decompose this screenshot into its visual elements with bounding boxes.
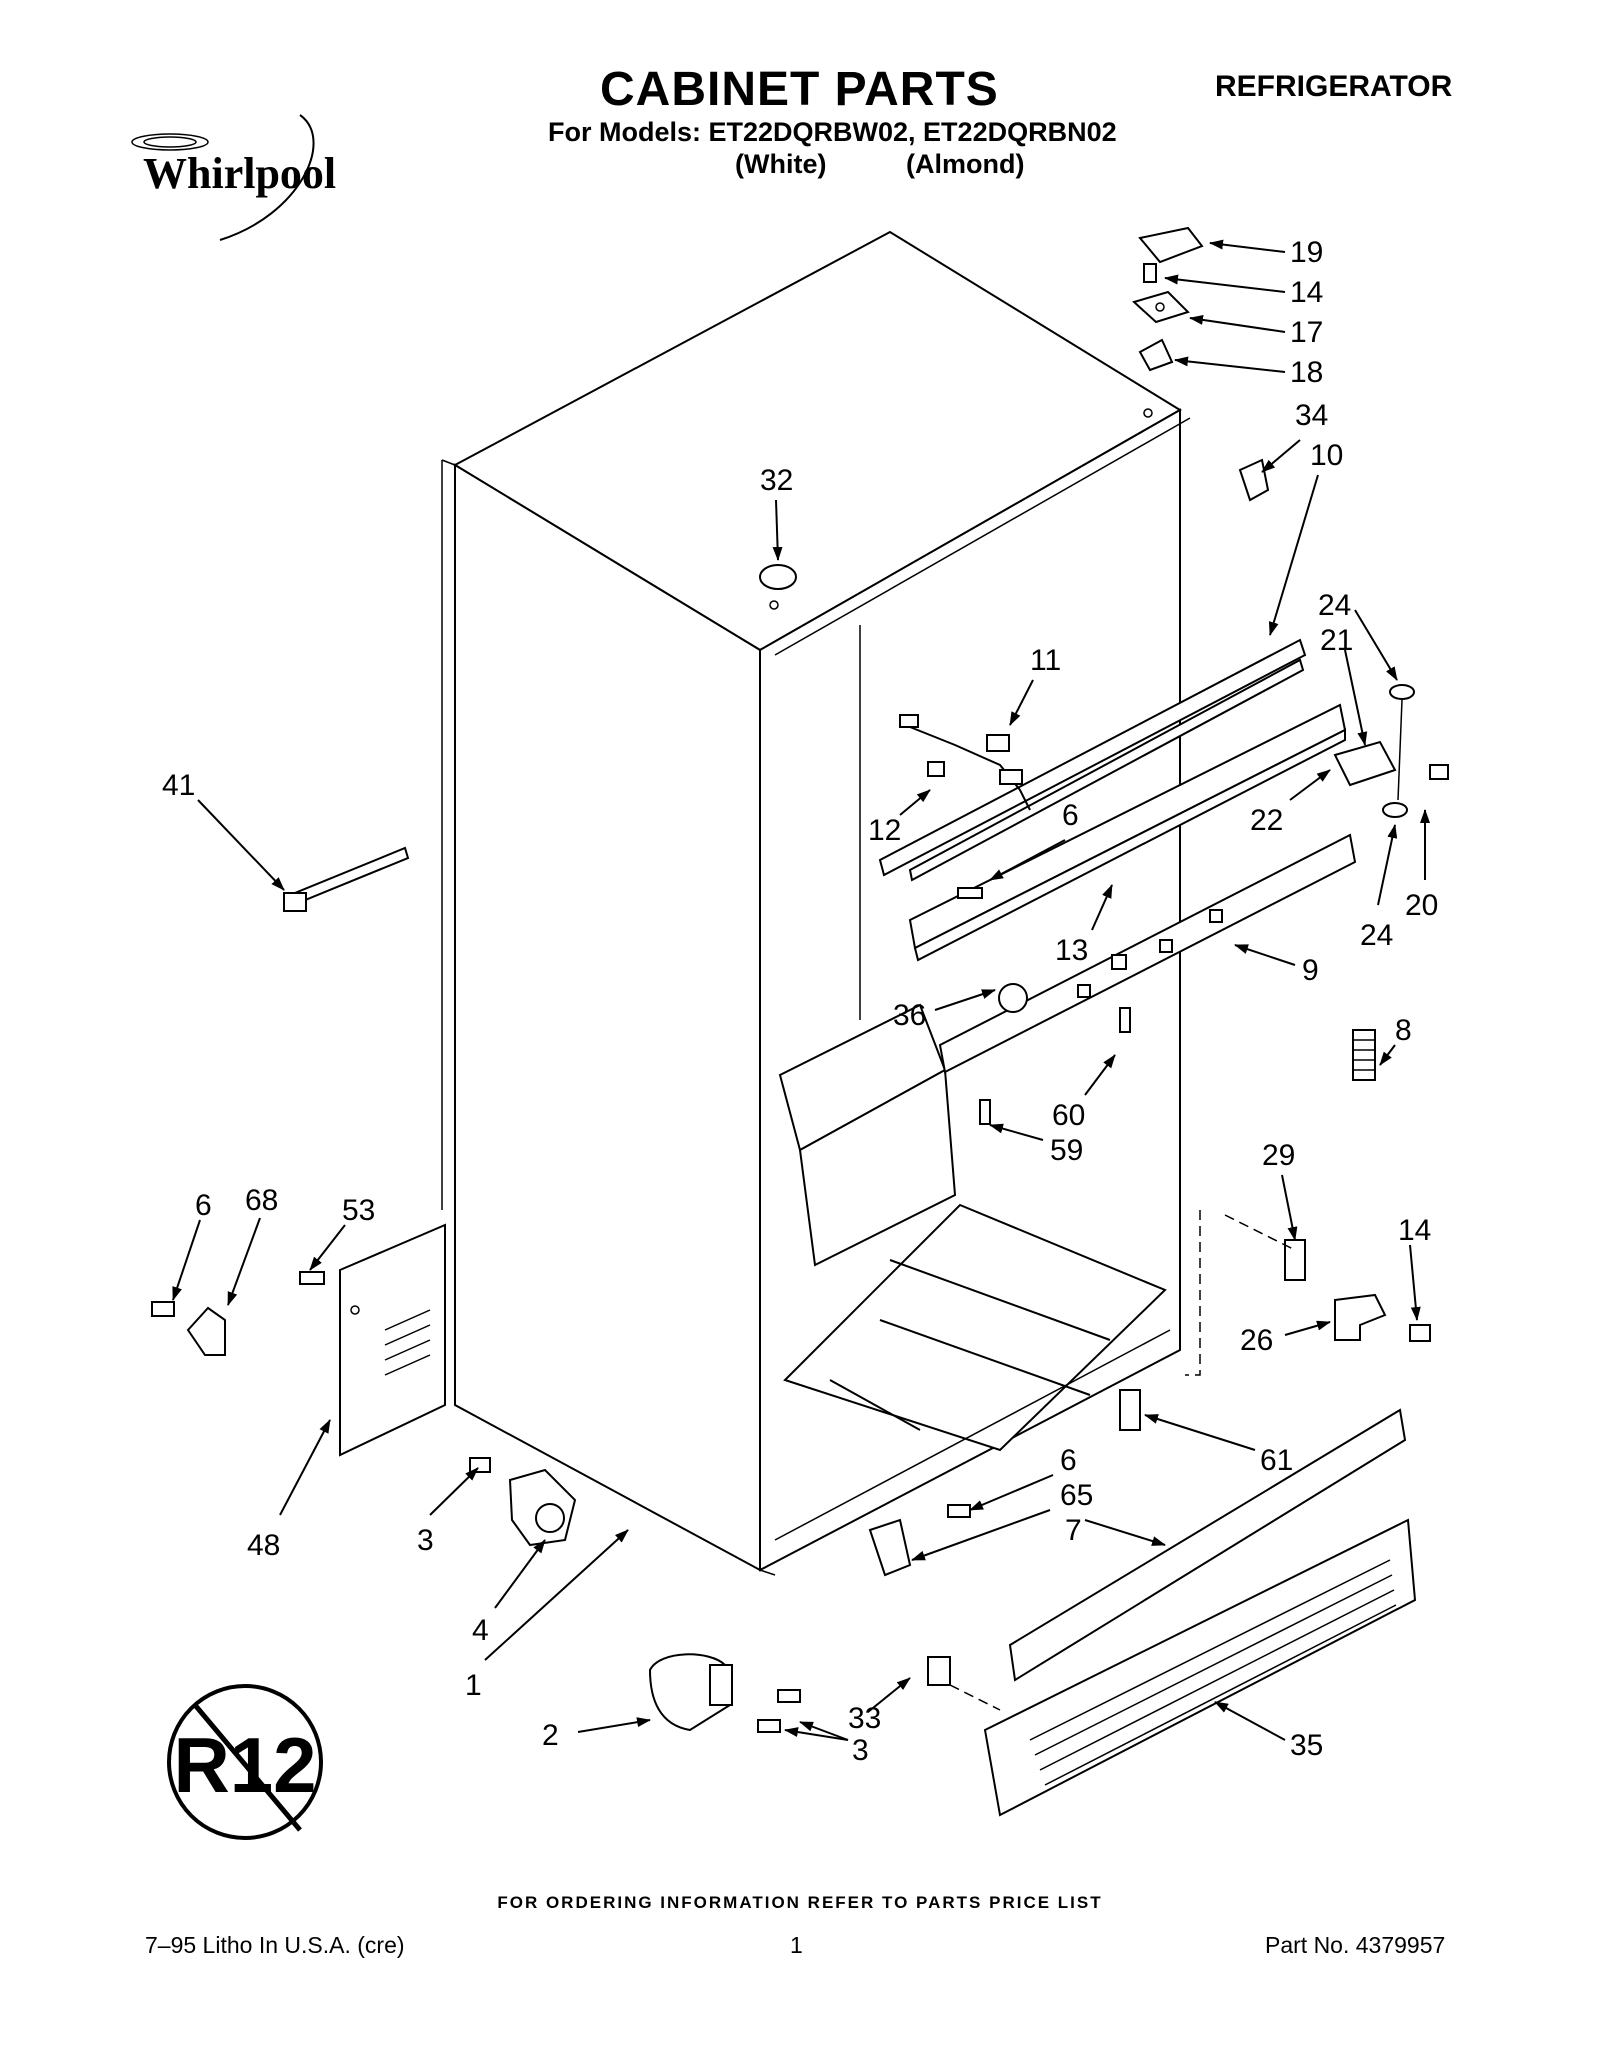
lower-right-brackets (1119, 1210, 1431, 1431)
callout-19: 19 (1290, 236, 1323, 269)
callout-29: 29 (1262, 1139, 1295, 1172)
plug-32 (759, 564, 797, 590)
callout-35: 35 (1290, 1729, 1323, 1762)
logo-wordmark: Whirlpool (143, 149, 336, 198)
callout-18: 18 (1290, 356, 1323, 389)
callout-36: 36 (893, 999, 926, 1032)
callout-21: 21 (1320, 624, 1353, 657)
wire-harness (899, 714, 1031, 811)
models-line: For Models: ET22DQRBW02, ET22DQRBN02 (548, 117, 1117, 147)
page-number: 1 (790, 1932, 803, 1958)
callout-24-top: 24 (1318, 589, 1351, 622)
callout-labels: 19 14 17 18 34 10 32 11 24 21 41 12 6 22… (162, 236, 1438, 1767)
page-title: CABINET PARTS (600, 63, 999, 116)
whirlpool-logo: Whirlpool (131, 114, 336, 241)
rear-roller-2 (648, 1653, 1001, 1733)
screws (957, 887, 1131, 1125)
callout-7: 7 (1065, 1514, 1082, 1547)
callout-14-lower: 14 (1398, 1214, 1431, 1247)
callout-6-left: 6 (195, 1189, 212, 1222)
callout-13: 13 (1055, 934, 1088, 967)
callout-8: 8 (1395, 1014, 1412, 1047)
variant-white: (White) (735, 149, 827, 179)
callout-1: 1 (465, 1669, 482, 1702)
callout-68: 68 (245, 1184, 278, 1217)
callout-3-rear: 3 (852, 1734, 869, 1767)
callout-4: 4 (472, 1614, 489, 1647)
hinge-bracket-21 (1333, 684, 1449, 818)
callout-24-bottom: 24 (1360, 919, 1393, 952)
callout-26: 26 (1240, 1324, 1273, 1357)
callout-53: 53 (342, 1194, 375, 1227)
clip-65 (868, 1504, 971, 1577)
callout-65: 65 (1060, 1479, 1093, 1512)
callout-11: 11 (1030, 644, 1061, 677)
callout-9: 9 (1302, 954, 1319, 987)
callout-2: 2 (542, 1719, 559, 1752)
callout-20: 20 (1405, 889, 1438, 922)
callout-6-rail: 6 (1062, 799, 1079, 832)
side-bracket-48 (339, 1223, 446, 1457)
callout-17: 17 (1290, 316, 1323, 349)
callout-6-clip: 6 (1060, 1444, 1077, 1477)
callout-33: 33 (848, 1702, 881, 1735)
litho-info: 7–95 Litho In U.S.A. (cre) (145, 1932, 405, 1958)
leader-arrows (172, 239, 1430, 1741)
toe-grille (983, 1408, 1417, 1817)
callout-60: 60 (1052, 1099, 1085, 1132)
callout-3-front: 3 (417, 1524, 434, 1557)
rails-assembly (878, 638, 1357, 1074)
callout-10: 10 (1310, 439, 1343, 472)
no-r12-badge: R12 (167, 1684, 323, 1840)
top-hinge-assembly (1132, 226, 1270, 502)
callout-12: 12 (868, 814, 901, 847)
callout-14: 14 (1290, 276, 1323, 309)
variant-almond: (Almond) (906, 149, 1025, 179)
callout-34: 34 (1295, 399, 1328, 432)
hinge-68 (151, 1271, 325, 1356)
callout-22: 22 (1250, 804, 1283, 837)
callout-61: 61 (1260, 1444, 1293, 1477)
spring-8 (1352, 1029, 1376, 1081)
part-number: Part No. 4379957 (1265, 1932, 1446, 1958)
front-roller-4 (469, 1457, 577, 1547)
cabinet-body (441, 230, 1191, 1576)
ordering-note: FOR ORDERING INFORMATION REFER TO PARTS … (497, 1893, 1103, 1912)
callout-32: 32 (760, 464, 793, 497)
tie-strap-41 (283, 846, 410, 912)
category-label: REFRIGERATOR (1215, 70, 1453, 103)
callout-41: 41 (162, 769, 195, 802)
callout-59: 59 (1050, 1134, 1083, 1167)
callout-48: 48 (247, 1529, 280, 1562)
